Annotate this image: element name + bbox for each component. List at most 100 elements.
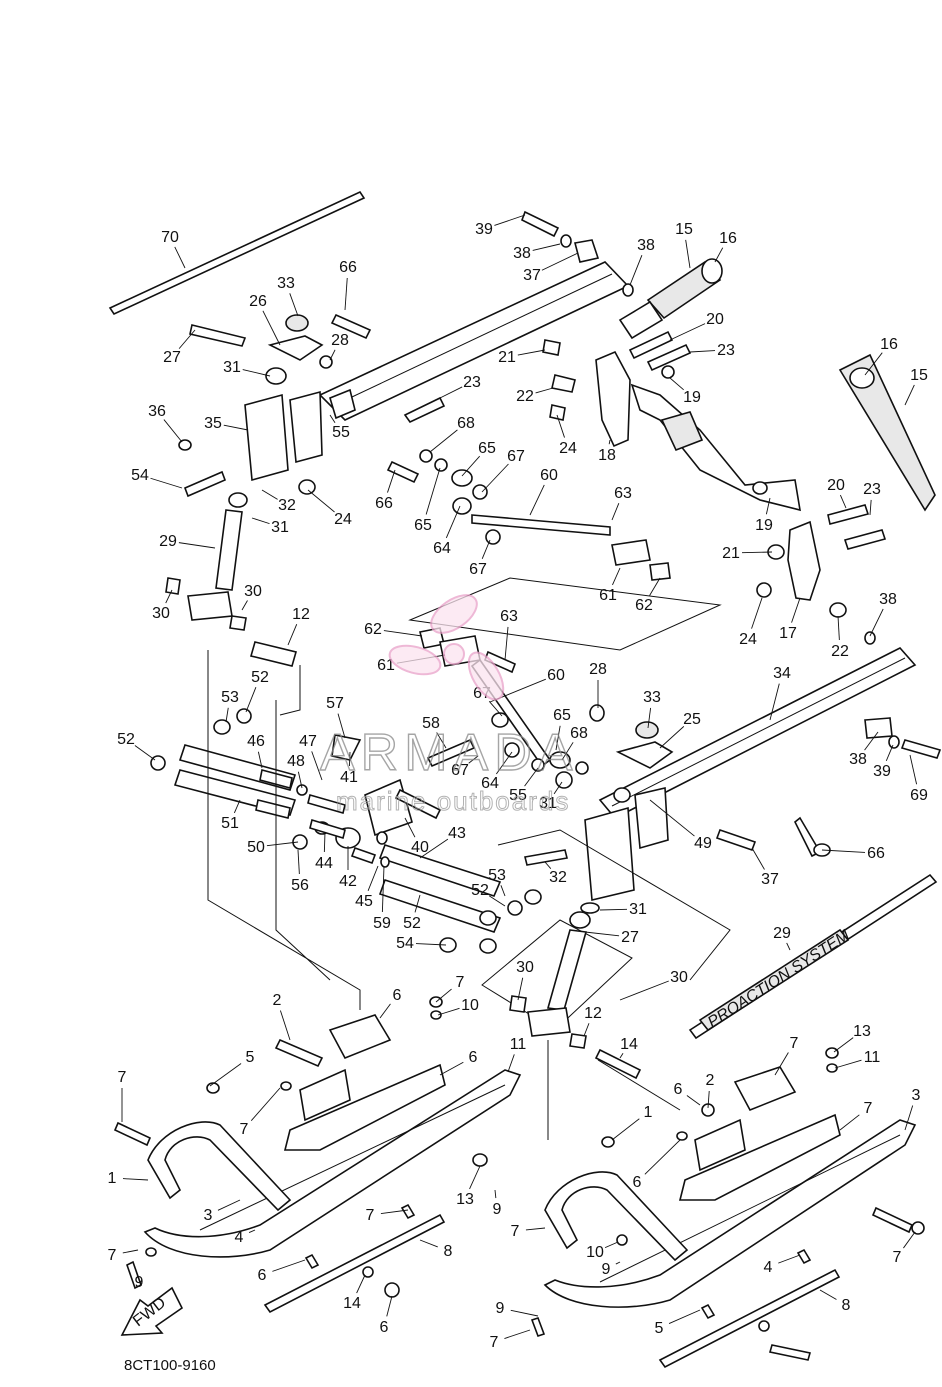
callout-6: 6 [393,987,402,1004]
callout-48: 48 [287,753,305,770]
leader-67 [488,701,503,717]
leader-57 [337,713,346,739]
callout-31: 31 [271,519,289,536]
callout-55: 55 [509,787,527,804]
callout-52: 52 [403,915,421,932]
callout-32: 32 [278,497,296,514]
callout-30: 30 [516,959,534,976]
leader-21 [517,349,546,356]
leader-37 [751,847,765,870]
leader-2 [707,1090,710,1109]
leader-32 [261,489,278,500]
callout-66: 66 [339,259,357,276]
callout-68: 68 [457,415,475,432]
leader-68 [561,742,574,761]
callout-23: 23 [863,481,881,498]
wear-bar-4-left [263,1213,446,1314]
callout-31: 31 [629,901,647,918]
left-ski-assembly [113,996,522,1336]
stopper-14-right [733,1066,797,1112]
leader-9 [510,1309,539,1317]
leader-59 [381,865,385,913]
callout-22: 22 [831,643,849,660]
callout-40: 40 [411,839,429,856]
callout-3: 3 [204,1207,213,1224]
leader-9 [135,1271,139,1279]
decal-69-text: PROACTION SYSTEM [705,927,853,1032]
leader-23 [439,386,463,399]
ski-handle-3-left [147,1121,292,1212]
callout-8: 8 [444,1243,453,1260]
callout-52: 52 [471,882,489,899]
callout-29: 29 [159,533,177,550]
leader-1 [611,1118,640,1141]
leader-52 [134,745,156,761]
callout-27: 27 [621,929,639,946]
leader-23 [689,350,716,353]
callout-58: 58 [422,715,440,732]
leader-31 [251,517,270,525]
callout-38: 38 [513,245,531,262]
leader-7 [380,1209,409,1215]
callout-6: 6 [380,1319,389,1336]
fwd-arrow-icon [120,1286,184,1336]
callout-38: 38 [637,237,655,254]
leader-54 [415,943,447,946]
leader-65 [555,725,561,751]
callout-4: 4 [764,1259,773,1276]
leader-63 [611,503,620,521]
callout-10: 10 [586,1244,604,1261]
leader-32 [544,861,552,869]
callout-66: 66 [867,845,885,862]
leader-69 [909,754,918,785]
callout-7: 7 [108,1247,117,1264]
leader-4 [248,1229,256,1234]
leader-53 [500,885,506,897]
leader-24 [556,414,565,438]
leader-14 [619,1053,624,1059]
leader-62 [383,630,423,637]
leader-38 [869,608,884,637]
callout-16: 16 [719,230,737,247]
callout-28: 28 [589,661,607,678]
callout-67: 67 [451,762,469,779]
callout-53: 53 [221,689,239,706]
callout-9: 9 [135,1274,144,1291]
callout-4: 4 [235,1229,244,1246]
callout-7: 7 [893,1249,902,1266]
callout-23: 23 [717,342,735,359]
callout-33: 33 [277,275,295,292]
leader-64 [445,505,461,539]
leader-39 [494,214,526,226]
leader-35 [223,424,249,431]
leader-52 [414,894,421,913]
plate-26 [267,335,324,361]
callout-27: 27 [163,349,181,366]
callout-65: 65 [414,517,432,534]
leader-21 [741,551,773,554]
leader-22 [535,387,554,394]
callout-61: 61 [377,657,395,674]
leader-29 [178,542,216,549]
leader-7 [435,988,452,1003]
callout-5: 5 [655,1320,664,1337]
leader-5 [209,1063,242,1087]
callout-24: 24 [739,631,757,648]
callout-18: 18 [598,447,616,464]
leader-18 [608,439,611,445]
center-linkage [150,577,942,1140]
leader-58 [436,732,447,749]
callout-13: 13 [853,1023,871,1040]
bracket-17 [787,520,821,601]
leader-27 [584,931,620,937]
leader-6 [439,1061,464,1076]
callout-7: 7 [790,1035,799,1052]
callout-45: 45 [355,893,373,910]
callout-57: 57 [326,695,344,712]
leader-19 [669,377,684,391]
leader-62 [649,577,661,596]
spindle-29-left [215,509,243,591]
callout-64: 64 [433,540,451,557]
callout-36: 36 [148,403,166,420]
callout-15: 15 [910,367,928,384]
